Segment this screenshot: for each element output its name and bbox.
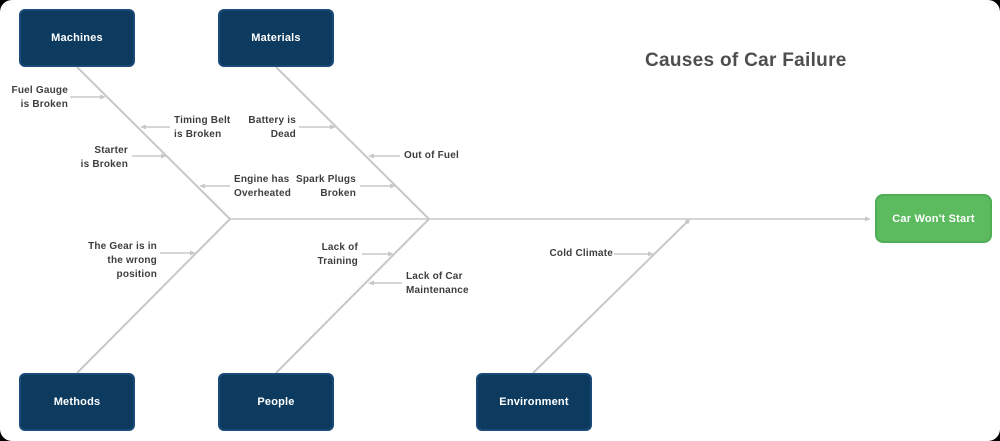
cause-label-gear-position[interactable]: The Gear is in the wrong position: [88, 241, 157, 280]
cause-label-spark-plugs[interactable]: Spark Plugs Broken: [296, 174, 356, 199]
cause-label-battery-dead[interactable]: Battery is Dead: [248, 115, 296, 140]
cause-label-out-of-fuel[interactable]: Out of Fuel: [404, 150, 459, 161]
skeleton-lines: [76, 66, 871, 374]
category-box-environment[interactable]: Environment: [476, 373, 592, 431]
category-box-people[interactable]: People: [218, 373, 334, 431]
cause-label-cold-climate[interactable]: Cold Climate: [549, 248, 613, 259]
diagram-title: Causes of Car Failure: [645, 50, 847, 71]
cause-label-lack-training[interactable]: Lack of Training: [317, 242, 358, 267]
cause-arrow-lines: [70, 94, 654, 286]
category-box-methods[interactable]: Methods: [19, 373, 135, 431]
cause-label-fuel-gauge[interactable]: Fuel Gauge is Broken: [11, 85, 68, 110]
cause-label-starter[interactable]: Starter is Broken: [80, 145, 128, 170]
category-box-materials[interactable]: Materials: [218, 9, 334, 67]
category-box-machines[interactable]: Machines: [19, 9, 135, 67]
cause-label-timing-belt[interactable]: Timing Belt is Broken: [174, 115, 231, 140]
result-box[interactable]: Car Won't Start: [875, 194, 992, 243]
cause-label-car-maintenance[interactable]: Lack of Car Maintenance: [406, 271, 469, 296]
cause-label-engine-overheat[interactable]: Engine has Overheated: [234, 174, 292, 199]
